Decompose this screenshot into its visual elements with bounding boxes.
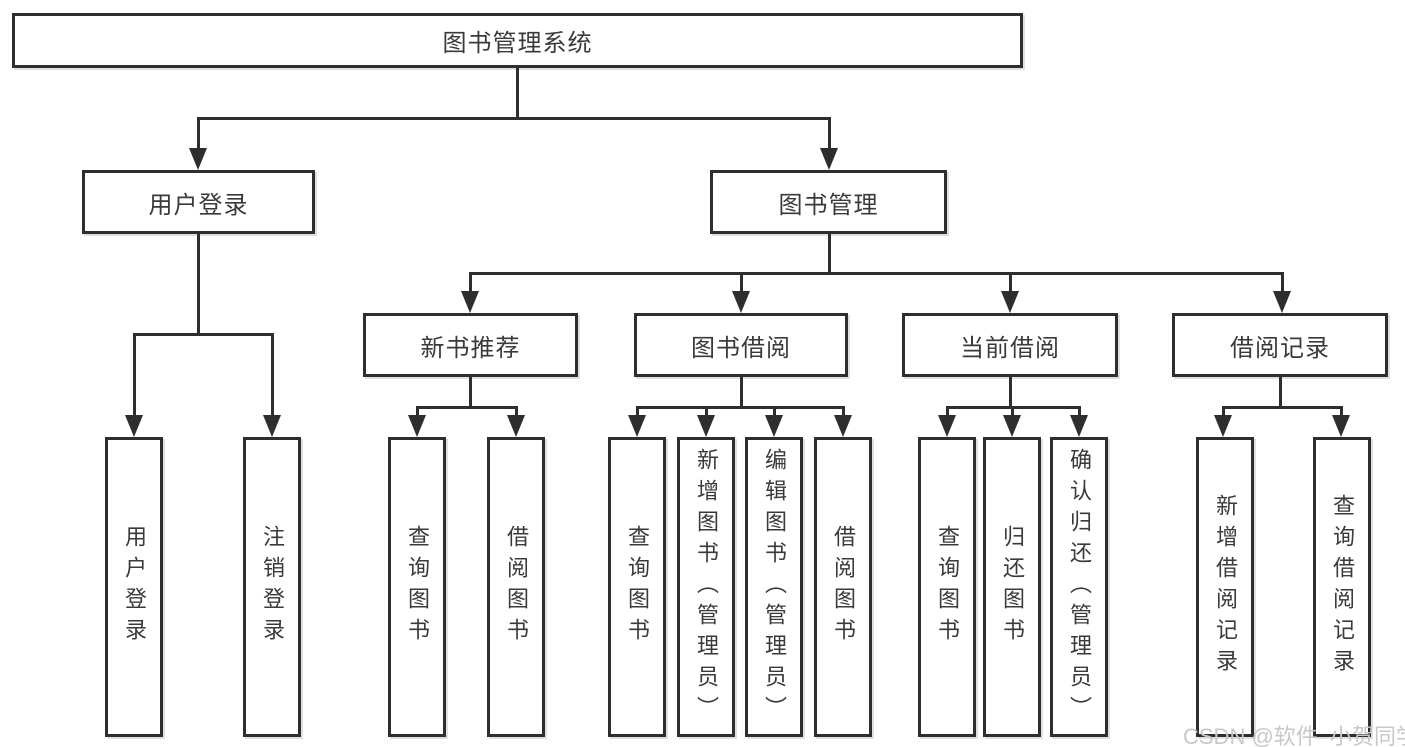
connector-line xyxy=(197,234,200,335)
connector-line xyxy=(1009,272,1012,293)
connector-line xyxy=(1078,406,1081,417)
arrowhead-down-icon xyxy=(697,415,715,437)
connector-line xyxy=(133,333,136,417)
connector-line xyxy=(740,377,743,408)
arrowhead-down-icon xyxy=(408,415,426,437)
leaf-logout-label: 注销登录 xyxy=(260,525,285,649)
node-new-book-recommend-label: 新书推荐 xyxy=(420,334,521,362)
connector-line xyxy=(1011,406,1014,417)
leaf-user-login-label: 用户登录 xyxy=(122,525,147,649)
arrowhead-down-icon xyxy=(1001,291,1019,313)
arrowhead-down-icon xyxy=(834,415,852,437)
arrowhead-down-icon xyxy=(732,291,750,313)
connector-line xyxy=(946,406,949,417)
arrowhead-down-icon xyxy=(938,415,956,437)
connector-line xyxy=(469,272,472,293)
arrowhead-down-icon xyxy=(125,415,143,437)
node-new-book-recommend: 新书推荐 xyxy=(363,313,578,377)
leaf-borrow-books-newbook-label: 借阅图书 xyxy=(504,525,529,649)
node-current-borrowing-label: 当前借阅 xyxy=(960,334,1060,362)
node-user-login: 用户登录 xyxy=(82,170,315,234)
arrowhead-down-icon xyxy=(189,148,207,170)
leaf-add-borrow-record: 新增借阅记录 xyxy=(1196,437,1254,737)
leaf-query-books-current-label: 查询图书 xyxy=(935,525,960,649)
leaf-add-book-admin-label: 新增图书（管理员） xyxy=(694,447,719,727)
connector-line xyxy=(1281,272,1284,293)
connector-line xyxy=(828,234,831,274)
arrowhead-down-icon xyxy=(263,415,281,437)
node-book-management: 图书管理 xyxy=(710,170,947,234)
node-current-borrowing: 当前借阅 xyxy=(902,313,1118,377)
leaf-add-borrow-record-label: 新增借阅记录 xyxy=(1213,494,1238,680)
leaf-user-login: 用户登录 xyxy=(105,437,163,737)
node-book-borrowing-label: 图书借阅 xyxy=(691,334,791,362)
leaf-query-books-newbook-label: 查询图书 xyxy=(405,525,430,649)
leaf-edit-book-admin-label: 编辑图书（管理员） xyxy=(762,447,787,727)
arrowhead-down-icon xyxy=(1003,415,1021,437)
connector-line xyxy=(740,272,743,293)
connector-line xyxy=(773,406,776,417)
arrowhead-down-icon xyxy=(1273,291,1291,313)
connector-line xyxy=(197,117,200,150)
arrowhead-down-icon xyxy=(820,148,838,170)
node-borrowing-records-label: 借阅记录 xyxy=(1230,334,1330,362)
arrowhead-down-icon xyxy=(1214,415,1232,437)
leaf-query-books-current: 查询图书 xyxy=(918,437,976,737)
leaf-borrow-books-borrow: 借阅图书 xyxy=(814,437,872,737)
leaf-borrow-books-newbook: 借阅图书 xyxy=(487,437,545,737)
leaf-query-borrow-record-label: 查询借阅记录 xyxy=(1330,494,1355,680)
leaf-edit-book-admin: 编辑图书（管理员） xyxy=(745,437,803,737)
arrowhead-down-icon xyxy=(1070,415,1088,437)
leaf-confirm-return-admin: 确认归还（管理员） xyxy=(1050,437,1108,737)
arrowhead-down-icon xyxy=(628,415,646,437)
connector-line xyxy=(636,406,639,417)
connector-line xyxy=(842,406,845,417)
arrowhead-down-icon xyxy=(461,291,479,313)
connector-line xyxy=(705,406,708,417)
arrowhead-down-icon xyxy=(765,415,783,437)
leaf-confirm-return-admin-label: 确认归还（管理员） xyxy=(1067,447,1092,727)
connector-line xyxy=(1340,406,1343,417)
connector-line xyxy=(516,68,519,119)
arrowhead-down-icon xyxy=(1332,415,1350,437)
leaf-query-books-borrow: 查询图书 xyxy=(608,437,666,737)
connector-line xyxy=(133,333,274,336)
node-user-login-label: 用户登录 xyxy=(148,191,249,219)
leaf-add-book-admin: 新增图书（管理员） xyxy=(677,437,735,737)
connector-line xyxy=(416,406,419,417)
connector-line xyxy=(416,406,518,409)
connector-line xyxy=(515,406,518,417)
leaf-logout: 注销登录 xyxy=(243,437,301,737)
connector-line xyxy=(469,377,472,408)
connector-line xyxy=(1009,377,1012,408)
connector-line xyxy=(1222,406,1343,409)
connector-line xyxy=(469,272,1283,275)
leaf-return-book: 归还图书 xyxy=(983,437,1041,737)
leaf-borrow-books-borrow-label: 借阅图书 xyxy=(831,525,856,649)
leaf-query-books-borrow-label: 查询图书 xyxy=(625,525,650,649)
leaf-query-borrow-record: 查询借阅记录 xyxy=(1313,437,1371,737)
connector-line xyxy=(828,117,831,150)
csdn-watermark: CSDN @软件_小贺同学 xyxy=(1183,724,1405,747)
node-book-management-label: 图书管理 xyxy=(778,191,879,219)
node-book-borrowing: 图书借阅 xyxy=(634,313,848,377)
connector-line xyxy=(1222,406,1225,417)
node-borrowing-records: 借阅记录 xyxy=(1172,313,1388,377)
leaf-query-books-newbook: 查询图书 xyxy=(388,437,446,737)
arrowhead-down-icon xyxy=(507,415,525,437)
connector-line xyxy=(1279,377,1282,408)
leaf-return-book-label: 归还图书 xyxy=(1000,525,1025,649)
connector-line xyxy=(636,406,844,409)
node-root-label: 图书管理系统 xyxy=(442,30,593,57)
connector-line xyxy=(271,333,274,417)
connector-line xyxy=(197,117,831,120)
node-root-library-system: 图书管理系统 xyxy=(12,13,1023,68)
